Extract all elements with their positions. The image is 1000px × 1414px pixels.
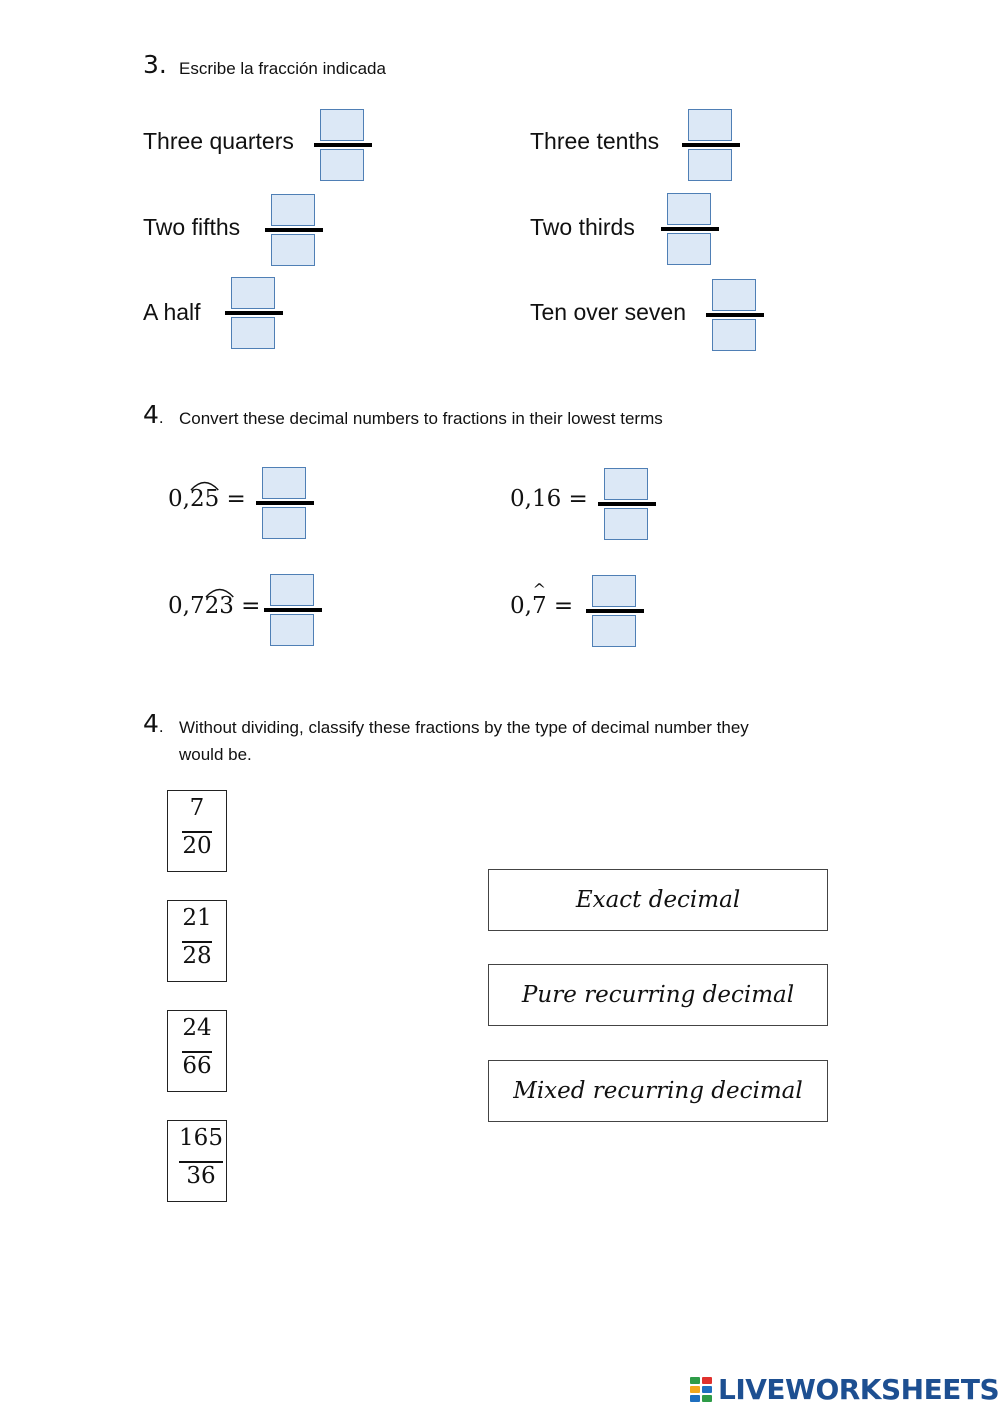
denominator-input[interactable] [271, 234, 315, 266]
decimal-expression-016: 0,16 = [510, 486, 588, 512]
denominator-input[interactable] [667, 233, 711, 265]
draggable-fraction-24-66[interactable]: 24 66 [167, 1010, 227, 1092]
fraction-bar [314, 143, 372, 147]
numerator-input[interactable] [712, 279, 756, 311]
draggable-fraction-165-36[interactable]: 165 36 [167, 1120, 227, 1202]
fraction-bar [256, 501, 314, 505]
liveworksheets-logo-icon [690, 1377, 714, 1403]
numerator-input[interactable] [688, 109, 732, 141]
decimal-expression-025-recurring: 0,25 = [168, 481, 246, 512]
fraction-bar [682, 143, 740, 147]
recurring-arc: 25 [190, 481, 219, 512]
question-3-instruction: Escribe la fracción indicada [179, 59, 386, 78]
denominator-input[interactable] [262, 507, 306, 539]
question-number-3: 3. [143, 50, 167, 79]
numerator-input[interactable] [604, 468, 648, 500]
draggable-fraction-7-20[interactable]: 7 20 [167, 790, 227, 872]
fraction-bar [182, 1051, 212, 1053]
fraction-bar [265, 228, 323, 232]
answer-fraction-decimal-4 [586, 575, 644, 649]
denominator-input[interactable] [712, 319, 756, 351]
question-number-4a: 4. [143, 400, 164, 429]
question-4a-instruction: Convert these decimal numbers to fractio… [179, 409, 663, 428]
fraction-bar [264, 608, 322, 612]
label-three-quarters: Three quarters [143, 128, 294, 154]
fraction-bar [661, 227, 719, 231]
label-two-fifths: Two fifths [143, 214, 241, 240]
answer-fraction-two-thirds [661, 193, 719, 267]
numerator-input[interactable] [320, 109, 364, 141]
denominator-input[interactable] [592, 615, 636, 647]
label-ten-over-seven: Ten over seven [530, 299, 686, 325]
denominator-input[interactable] [270, 614, 314, 646]
answer-fraction-a-half [225, 277, 283, 351]
drop-target-exact-decimal[interactable]: Exact decimal [488, 869, 828, 931]
denominator-input[interactable] [320, 149, 364, 181]
draggable-fraction-21-28[interactable]: 21 28 [167, 900, 227, 982]
decimal-expression-07-recurring: 0,^7 = [510, 580, 574, 619]
question-4b-instruction-line2: would be. [179, 745, 252, 764]
question-4b-instruction-line1: Without dividing, classify these fractio… [179, 718, 749, 737]
question-number-4b: 4. [143, 709, 164, 738]
fraction-bar [706, 313, 764, 317]
recurring-hat: ^7 [531, 580, 547, 619]
answer-fraction-three-quarters [314, 109, 372, 183]
label-a-half: A half [143, 299, 201, 325]
numerator-input[interactable] [592, 575, 636, 607]
label-three-tenths: Three tenths [530, 128, 660, 154]
numerator-input[interactable] [270, 574, 314, 606]
answer-fraction-decimal-2 [598, 468, 656, 542]
recurring-arc: 23 [205, 588, 234, 619]
denominator-input[interactable] [604, 508, 648, 540]
drop-target-mixed-recurring-decimal[interactable]: Mixed recurring decimal [488, 1060, 828, 1122]
numerator-input[interactable] [231, 277, 275, 309]
fraction-bar [586, 609, 644, 613]
denominator-input[interactable] [688, 149, 732, 181]
answer-fraction-decimal-1 [256, 467, 314, 541]
numerator-input[interactable] [271, 194, 315, 226]
fraction-bar [179, 1161, 223, 1163]
fraction-bar [182, 941, 212, 943]
answer-fraction-three-tenths [682, 109, 740, 183]
answer-fraction-two-fifths [265, 194, 323, 268]
drop-target-pure-recurring-decimal[interactable]: Pure recurring decimal [488, 964, 828, 1026]
denominator-input[interactable] [231, 317, 275, 349]
numerator-input[interactable] [667, 193, 711, 225]
fraction-bar [225, 311, 283, 315]
label-two-thirds: Two thirds [530, 214, 635, 240]
fraction-bar [182, 831, 212, 833]
answer-fraction-decimal-3 [264, 574, 322, 648]
logo-text: LIVEWORKSHEETS [718, 1373, 1000, 1406]
fraction-bar [598, 502, 656, 506]
answer-fraction-ten-over-seven [706, 279, 764, 353]
numerator-input[interactable] [262, 467, 306, 499]
